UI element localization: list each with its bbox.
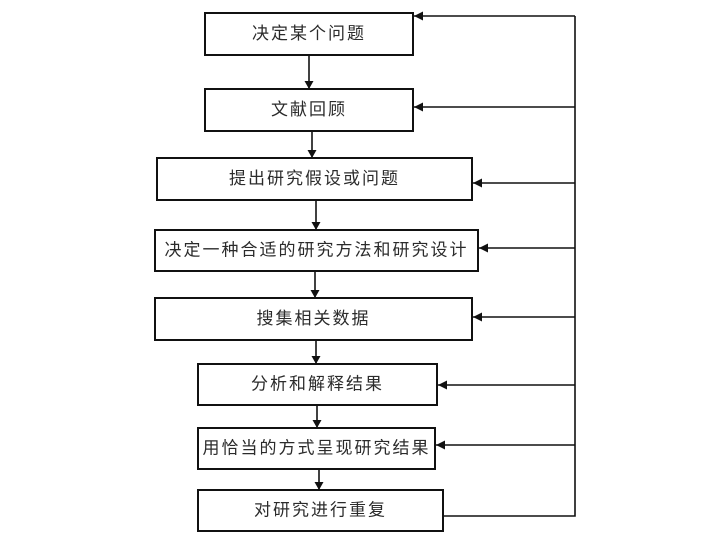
flow-node-4[interactable]: 决定一种合适的研究方法和研究设计	[154, 229, 479, 272]
flow-node-label-2: 文献回顾	[271, 100, 347, 119]
flow-node-label-6: 分析和解释结果	[251, 374, 384, 393]
arrow-head-down	[307, 150, 317, 158]
flow-node-label-1: 决定某个问题	[252, 24, 366, 43]
flow-node-6[interactable]: 分析和解释结果	[197, 363, 438, 406]
arrow-head-down	[312, 420, 322, 428]
flow-node-label-5: 搜集相关数据	[257, 309, 371, 328]
arrow-head-left	[473, 312, 482, 322]
flow-node-label-7: 用恰当的方式呈现研究结果	[203, 438, 431, 457]
flow-node-box-7[interactable]	[197, 427, 436, 470]
arrow-head-left	[473, 178, 482, 188]
arrow-head-down	[304, 81, 314, 89]
flow-node-label-3: 提出研究假设或问题	[229, 169, 400, 188]
feedback-connector-group	[414, 11, 576, 517]
arrow-head-left	[436, 440, 445, 450]
flow-node-5[interactable]: 搜集相关数据	[154, 297, 473, 341]
flow-node-label-8: 对研究进行重复	[254, 500, 387, 519]
arrow-head-down	[310, 290, 320, 298]
flow-node-box-1[interactable]	[204, 12, 414, 56]
flow-node-box-2[interactable]	[204, 88, 414, 132]
flow-node-1[interactable]: 决定某个问题	[204, 12, 414, 56]
arrow-head-down	[311, 222, 321, 230]
flow-node-2[interactable]: 文献回顾	[204, 88, 414, 132]
flow-node-3[interactable]: 提出研究假设或问题	[156, 157, 473, 201]
flow-node-7[interactable]: 用恰当的方式呈现研究结果	[197, 427, 436, 470]
flow-node-box-6[interactable]	[197, 363, 438, 406]
flow-node-box-3[interactable]	[156, 157, 473, 201]
flow-node-box-4[interactable]	[154, 229, 479, 272]
arrow-head-left	[414, 102, 423, 112]
flow-node-box-5[interactable]	[154, 297, 473, 341]
flow-node-box-8[interactable]	[197, 489, 444, 532]
flow-node-8[interactable]: 对研究进行重复	[197, 489, 444, 532]
arrow-head-left	[414, 11, 423, 21]
node-group: 决定某个问题文献回顾提出研究假设或问题决定一种合适的研究方法和研究设计搜集相关数…	[154, 12, 479, 532]
sequential-connector-group	[304, 55, 324, 490]
arrow-head-down	[311, 356, 321, 364]
arrow-head-left	[438, 380, 447, 390]
arrow-head-down	[314, 482, 324, 490]
flow-node-label-4: 决定一种合适的研究方法和研究设计	[165, 240, 469, 259]
arrow-head-left	[479, 243, 488, 253]
